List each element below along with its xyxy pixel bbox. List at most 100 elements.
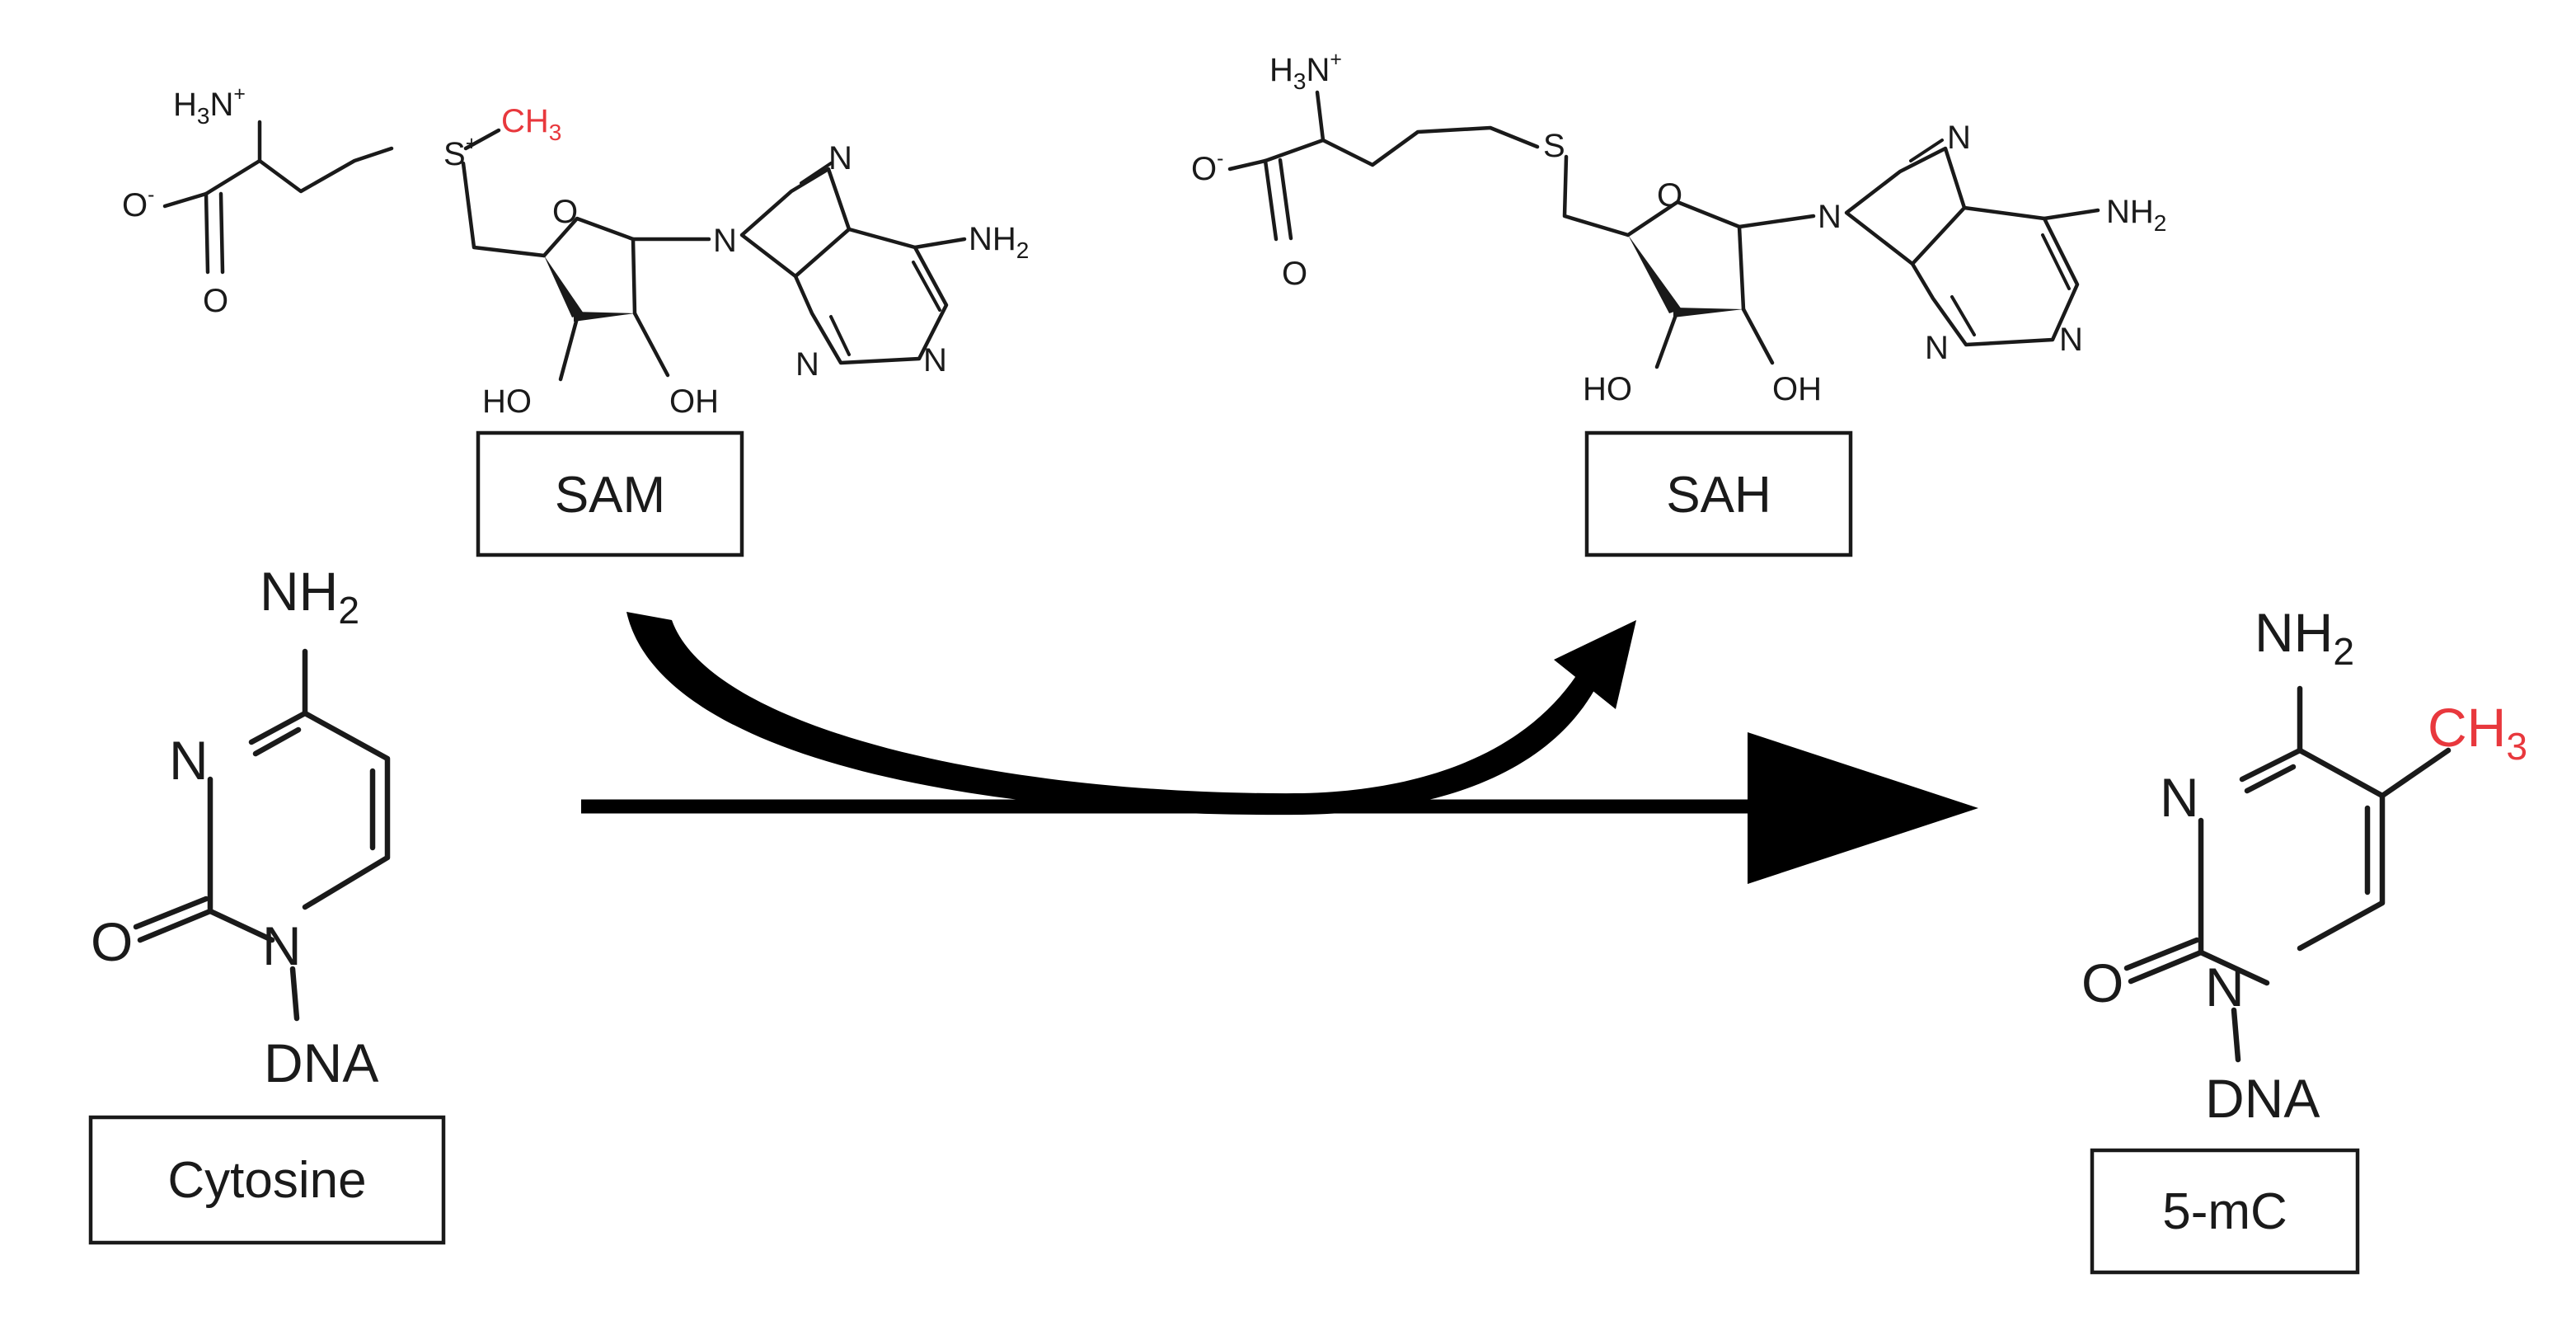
sah-ho-label: HO [1583, 371, 1632, 407]
five-mc-carbonyl-o: O [2081, 952, 2123, 1013]
sah-oh-label: OH [1772, 371, 1822, 407]
cytosine-c4n3-double [252, 726, 302, 757]
five-mc-label: 5-mC [2162, 1183, 2287, 1240]
sam-double-bond-2 [912, 261, 941, 312]
main-arrow-head [1748, 732, 1978, 884]
sah-ribose-bonds [1626, 200, 1746, 312]
sam-double-bond-3 [829, 315, 851, 356]
sah-thioether-label: S [1543, 128, 1565, 164]
sam-n3-label: N [795, 346, 819, 383]
sah-carboxylate-o: O- [1191, 148, 1223, 187]
cytosine-label: Cytosine [167, 1152, 366, 1209]
curved-arrow-body [626, 612, 1601, 816]
five-mc-n1-label: N [2205, 957, 2245, 1018]
sam-ring-o: O [552, 194, 578, 230]
five-mc-label-box: 5-mC [2090, 1148, 2360, 1275]
sah-glycosidic-bond [1737, 214, 1816, 229]
sah-ammonium-label: H3N+ [1269, 49, 1342, 94]
sah-carbonyl-bond [1263, 158, 1279, 242]
five-mc-carbonyl-double [2123, 937, 2200, 971]
sam-oh-label: OH [669, 383, 719, 420]
sah-double-bond-1 [1909, 139, 1944, 162]
sah-n3-label: N [1925, 330, 1949, 366]
cytosine-c4n3-bond [248, 710, 308, 745]
sam-carbonyl-bond [204, 191, 210, 275]
sam-n1-label: N [923, 342, 947, 378]
cytosine-dna-label: DNA [264, 1032, 378, 1093]
five-mc-dna-label: DNA [2205, 1068, 2320, 1129]
cytosine-dna-bond [289, 966, 300, 1022]
sah-n1-label: N [2059, 322, 2083, 358]
five-mc-methyl-label: CH3 [2428, 697, 2527, 768]
sam-s-ch2-bond [461, 161, 547, 258]
five-mc-right-bonds [2297, 747, 2386, 952]
sam-carboxylate-o: O- [122, 184, 154, 223]
sah-double-bond-2 [2041, 233, 2071, 290]
sam-adenine-amine: NH2 [969, 221, 1029, 263]
sam-carbonyl-o: O [203, 283, 228, 319]
sah-ribose-wedge-left [1628, 235, 1682, 313]
sah-ho-bond-left [1654, 313, 1678, 369]
sam-s-methyl-bond [463, 128, 501, 151]
sam-structure: H3N+ O- O S+ CH3 O HO OH N N N N NH2 [122, 83, 1029, 420]
sam-ho-label: HO [482, 383, 532, 420]
cytosine-n3-label: N [169, 730, 209, 791]
sah-ribose-wedge-bottom [1673, 308, 1743, 317]
sam-carbonyl-double-bond [218, 191, 225, 275]
sam-label-box: SAM [476, 430, 744, 557]
sam-ho-bond-left [558, 316, 579, 382]
sah-oh-bond-right [1741, 307, 1775, 365]
sah-structure: H3N+ O- O S O HO OH N N N N NH2 [1191, 49, 2166, 407]
sah-n7-label: N [1947, 120, 1971, 156]
five-mc-amine-label: NH2 [2255, 602, 2354, 673]
curved-arrow-head [1554, 620, 1636, 709]
reaction-arrows [581, 612, 1978, 884]
sah-adenine-amine: NH2 [2106, 194, 2166, 236]
five-mc-methyl-bond [2379, 747, 2452, 799]
sam-sulfonium-label: S+ [443, 133, 477, 172]
five-mc-dna-bond [2231, 1007, 2241, 1063]
five-mc-c4n3-bond [2239, 747, 2303, 783]
sam-chain-bonds [204, 146, 394, 196]
sah-pyrimidine-ring [1910, 205, 2080, 347]
sah-imidazole-ring [1844, 146, 1967, 266]
sam-carboxylate-bond [162, 191, 209, 209]
sam-ribose-wedge-left [544, 256, 584, 317]
cytosine-structure: NH2 N O N DNA [91, 561, 391, 1093]
sah-n9-label: N [1818, 199, 1842, 235]
sah-amine-bond [1315, 90, 1326, 143]
five-mc-c4n3-double [2244, 764, 2297, 794]
cytosine-carbonyl-double [133, 896, 209, 930]
sah-carboxylate-bond [1227, 158, 1268, 172]
sam-imidazole-ring [739, 167, 852, 279]
sah-double-bond-3 [1950, 295, 1976, 336]
sam-n9-label: N [713, 223, 737, 259]
cytosine-label-box: Cytosine [88, 1115, 446, 1245]
cytosine-right-bonds [302, 710, 391, 910]
five-mc-carbonyl-bond [2128, 949, 2204, 985]
cytosine-amine-label: NH2 [260, 561, 359, 632]
sam-n7-label: N [828, 140, 852, 176]
sam-double-bond-1 [800, 162, 833, 185]
five-mc-n3-label: N [2160, 767, 2199, 828]
sam-label: SAM [555, 467, 665, 524]
sah-carbonyl-double-bond [1278, 157, 1293, 241]
sah-label-box: SAH [1584, 430, 1853, 557]
sam-ammonium-label: H3N+ [173, 83, 246, 129]
sah-ring-o: O [1657, 177, 1682, 214]
sam-ribose-bonds [542, 216, 637, 316]
cytosine-n1-label: N [262, 915, 302, 976]
cytosine-carbonyl-bond [137, 908, 213, 943]
sah-chain-bonds [1263, 125, 1540, 167]
sam-methyl-label: CH3 [501, 103, 561, 145]
sah-amine-adenine-bond [2042, 208, 2100, 221]
sam-amine-adenine-bond [913, 237, 967, 250]
five-mc-structure: NH2 CH3 N O N DNA [2081, 602, 2527, 1129]
sam-oh-bond-right [632, 311, 670, 378]
sah-label: SAH [1666, 467, 1771, 524]
sah-carbonyl-o: O [1282, 256, 1307, 292]
sam-ribose-wedge-bottom [574, 312, 635, 322]
cytosine-carbonyl-o: O [91, 911, 133, 972]
sah-s-ch2-bond [1562, 154, 1631, 237]
